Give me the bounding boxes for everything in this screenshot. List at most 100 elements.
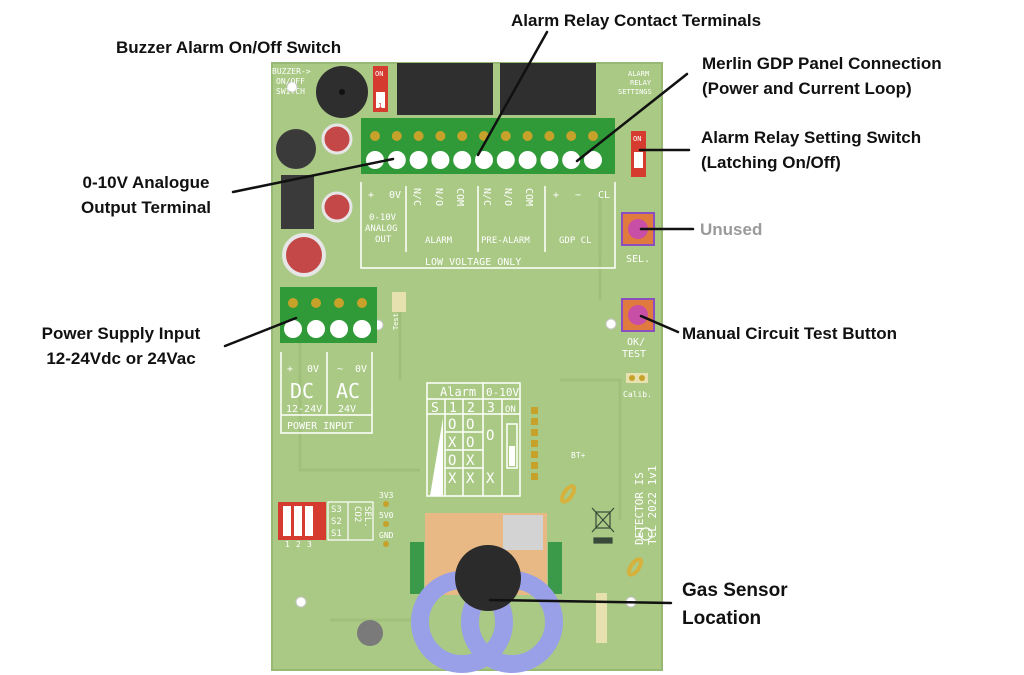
capacitor-2: [321, 191, 353, 223]
table-cell: O: [466, 435, 474, 451]
terminal-socket-power: [353, 320, 371, 338]
terminal-screw-main: [566, 131, 577, 141]
power-header-label: 0V: [355, 364, 367, 375]
terminal-screw-main: [522, 131, 533, 141]
dc-range: 12-24V: [286, 404, 322, 415]
terminal-header-label: N/C: [481, 188, 492, 206]
test-header-label: Test: [392, 313, 400, 330]
table-cell: X: [448, 471, 457, 487]
terminal-socket-power: [284, 320, 302, 338]
terminal-screw-main: [435, 131, 446, 141]
terminal-screw-main: [500, 131, 511, 141]
calib-label: Calib.: [623, 390, 652, 399]
callout-unused: Unused: [700, 217, 762, 242]
table-col-header: 2: [467, 401, 475, 416]
terminal-socket-main: [475, 151, 493, 169]
test-button: [628, 305, 648, 325]
relay-switch-one: 1: [636, 168, 640, 176]
leader-merlin: [575, 72, 689, 163]
header-pin: [531, 418, 538, 425]
buzzer-switch-one: 1: [378, 102, 382, 110]
terminal-socket-main: [496, 151, 515, 169]
table-col-header: 1: [449, 401, 457, 416]
analog-out-1: 0-10V: [369, 213, 397, 223]
power-headers: +0V~0V: [287, 364, 367, 375]
callout-gas-sensor: Gas Sensor Location: [682, 577, 788, 633]
terminal-screw-power: [311, 298, 321, 308]
terminal-socket-main: [431, 151, 450, 169]
callout-unused-text: Unused: [700, 220, 763, 239]
voltage-label: 3V3: [379, 491, 394, 500]
capacitor-3: [282, 233, 326, 277]
power-header-label: ~: [337, 364, 343, 375]
table-cell: O: [448, 453, 456, 469]
table-switch: [506, 423, 518, 469]
relay-settings-label-1: ALARM: [628, 70, 649, 78]
alarm-label: ALARM: [425, 236, 453, 246]
callout-power-supply: Power Supply Input 12-24Vdc or 24Vac: [26, 321, 216, 371]
voltage-pad: [383, 501, 389, 507]
dip-side-label: CO2: [352, 506, 362, 522]
calib-header: [626, 373, 648, 383]
gdp-cl-label: GDP CL: [559, 236, 592, 246]
analog-out-3: OUT: [375, 235, 392, 245]
sel-label: SEL.: [626, 254, 650, 265]
header-pin: [531, 429, 538, 436]
terminal-screws-main: [366, 131, 602, 169]
brand-line-1: DETECTOR IS: [633, 472, 646, 545]
terminal-screw-power: [357, 298, 367, 308]
table-cell: X: [466, 453, 475, 469]
dip-label: S3: [331, 505, 342, 515]
header-pin: [531, 440, 538, 447]
component-dark-1: [276, 129, 316, 169]
callout-relay-terminals-text: Alarm Relay Contact Terminals: [511, 11, 762, 30]
brand-line-2: TCL 2022 1v1: [646, 466, 659, 545]
table-cell: O: [448, 417, 456, 433]
callout-relay-setting-switch: Alarm Relay Setting Switch (Latching On/…: [701, 125, 921, 175]
callout-test-button: Manual Circuit Test Button: [682, 321, 897, 346]
oval-pads: [559, 484, 644, 577]
table-cell: X: [448, 435, 457, 451]
terminal-header-label: N/O: [433, 188, 444, 206]
table-cell: X: [466, 471, 475, 487]
terminal-screw-main: [370, 131, 380, 141]
voltage-label: 5V0: [379, 511, 394, 520]
copyright-icon: [639, 527, 653, 541]
header-pin: [531, 462, 538, 469]
terminal-header-label: N/O: [502, 188, 513, 206]
callout-analogue-line-1: 0-10V Analogue: [82, 173, 210, 192]
table-cell: X: [486, 471, 495, 487]
callout-power-line-1: Power Supply Input: [41, 324, 201, 343]
table-col-header: ON: [505, 405, 516, 415]
header-pin: [531, 473, 538, 480]
callout-gas-line-2: Location: [682, 608, 762, 629]
callout-merlin-line-1: Merlin GDP Panel Connection: [702, 54, 942, 73]
low-voltage-label: LOW VOLTAGE ONLY: [425, 257, 521, 268]
power-header-label: +: [287, 364, 293, 375]
dip-label: S1: [331, 529, 342, 539]
relay-1: [397, 63, 493, 115]
buzzer-label-3: SWITCH: [276, 87, 305, 96]
terminal-socket-power: [330, 320, 348, 338]
leader-lines: [223, 30, 695, 605]
header-bottom-right: [596, 593, 607, 643]
terminal-screw-power: [288, 298, 298, 308]
buzzer-switch-on: ON: [375, 70, 383, 78]
terminal-header-label: 0V: [389, 190, 401, 201]
sensor-chip: [503, 515, 543, 550]
ok-label: OK/: [627, 337, 645, 348]
callout-relay-terminals: Alarm Relay Contact Terminals: [511, 8, 761, 33]
callout-analogue-line-2: Output Terminal: [80, 198, 211, 217]
pre-alarm-label: PRE-ALARM: [481, 236, 530, 246]
terminal-socket-main: [409, 151, 428, 169]
terminal-socket-power: [307, 320, 325, 338]
pcb-traces: [298, 190, 622, 622]
table-cell: O: [466, 417, 474, 433]
leader-relay-terminals: [476, 30, 549, 157]
dip-number: 3: [307, 540, 312, 549]
terminal-socket-main: [453, 151, 472, 169]
callout-test-button-text: Manual Circuit Test Button: [682, 324, 898, 343]
